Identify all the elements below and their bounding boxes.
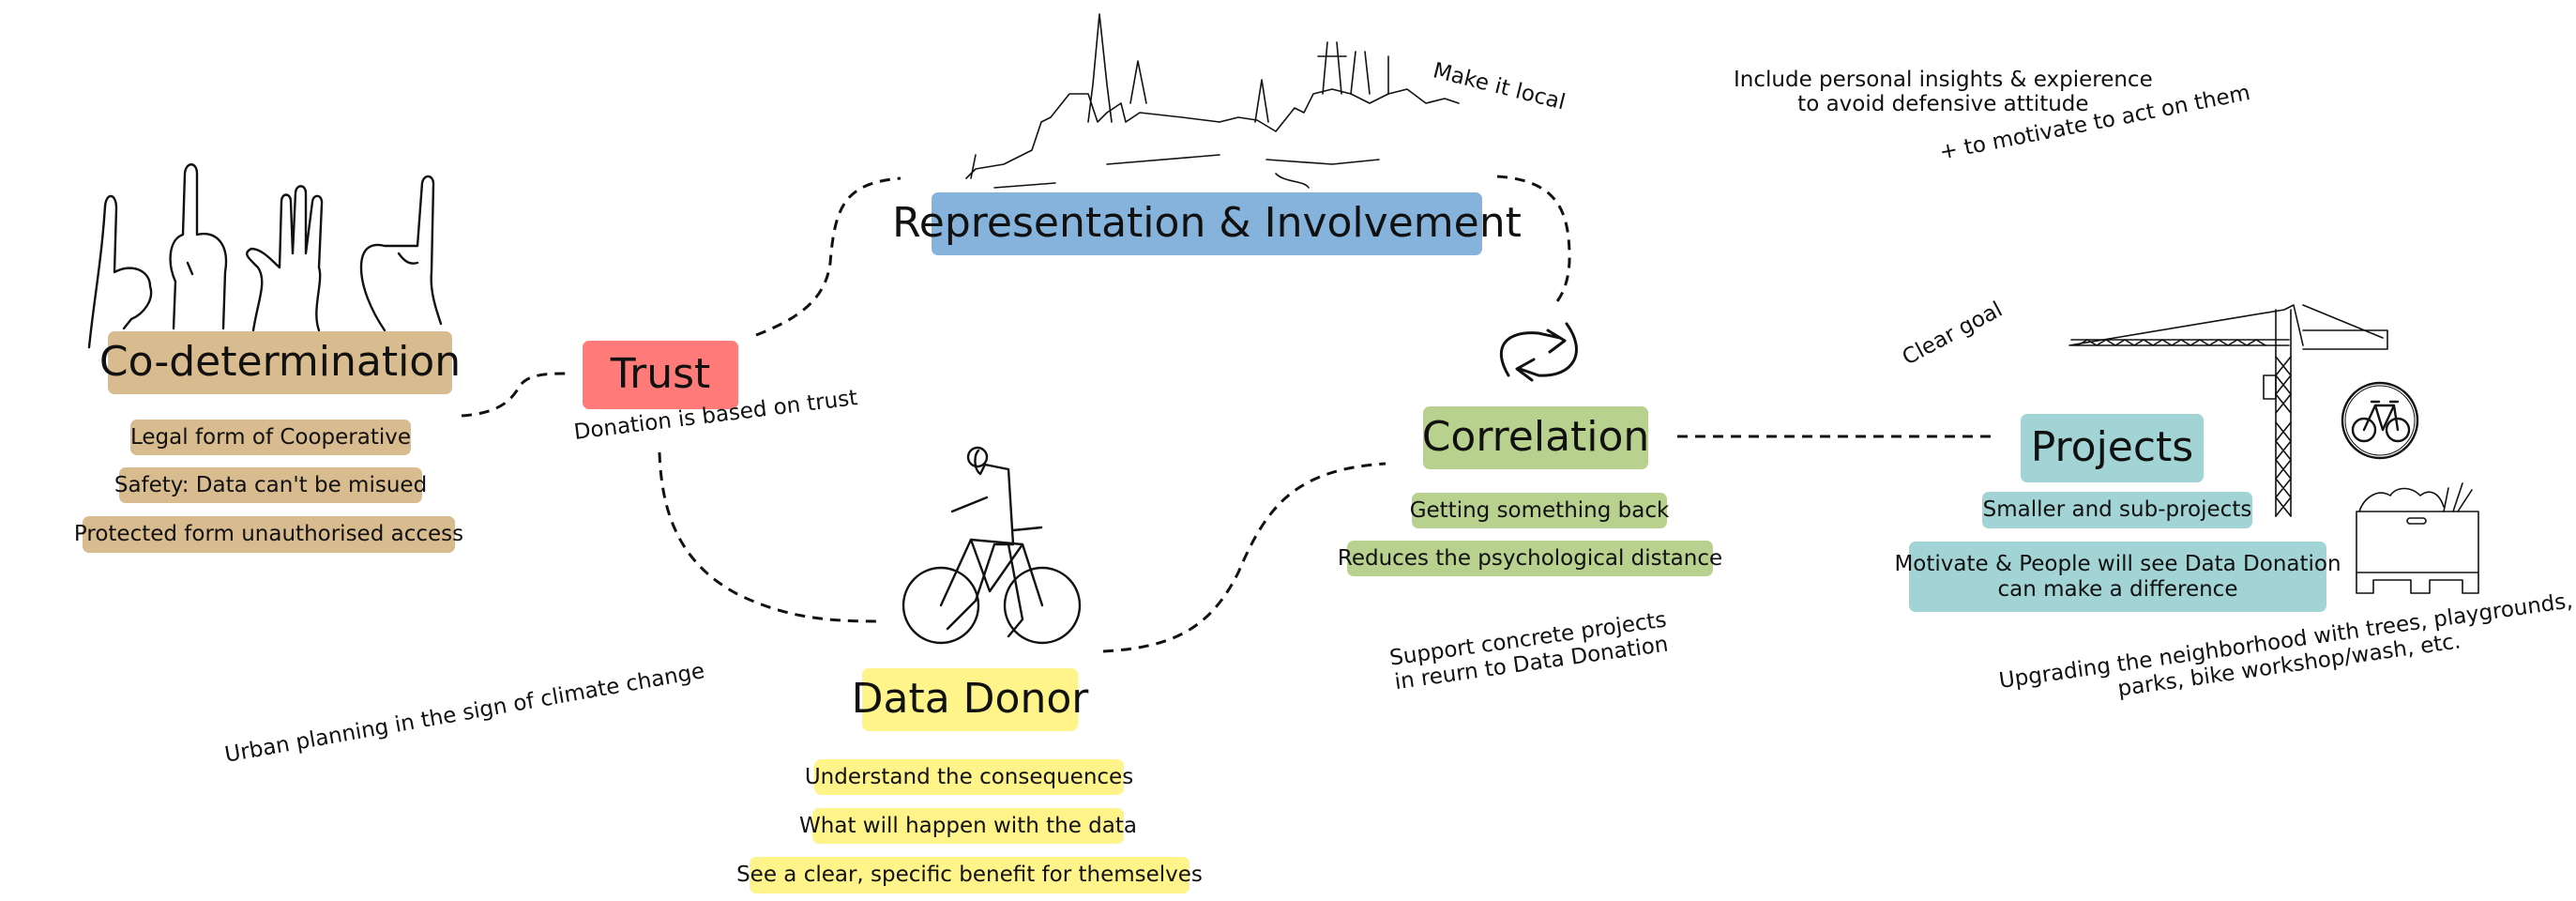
codetermination-item: Legal form of Cooperative: [130, 420, 411, 455]
node-representation-label: Representation & Involvement: [892, 199, 1522, 248]
node-projects[interactable]: Projects: [2021, 414, 2204, 482]
correlation-item-label: Getting something back: [1409, 497, 1670, 523]
node-codetermination[interactable]: Co-determination: [99, 331, 461, 394]
node-data-donor[interactable]: Data Donor: [852, 668, 1088, 731]
construction-crane-illustration: [2068, 304, 2388, 517]
cyclist-illustration: [902, 446, 1082, 645]
cycle-arrows-icon: [1499, 322, 1578, 382]
data-donor-item-label: See a clear, specific benefit for themse…: [736, 863, 1203, 888]
correlation-item-label: Reduces the psychological distance: [1337, 545, 1723, 571]
data-donor-item: What will happen with the data: [799, 808, 1137, 844]
node-projects-label: Projects: [2030, 423, 2194, 472]
projects-item: Motivate & People will see Data Donation…: [1894, 542, 2341, 612]
edge-trust-representation: [755, 176, 902, 337]
codetermination-item: Protected form unauthorised access: [74, 516, 463, 553]
data-donor-item: See a clear, specific benefit for themse…: [736, 857, 1203, 893]
edge-representation-correlation: [1496, 175, 1571, 309]
annotation-insights: Include personal insights & expierence t…: [1734, 68, 2153, 117]
hands-voting-illustration: [87, 163, 443, 349]
node-representation[interactable]: Representation & Involvement: [892, 192, 1522, 255]
projects-item-line: Motivate & People will see Data Donation: [1894, 552, 2341, 577]
codetermination-item-label: Safety: Data can't be misued: [114, 472, 428, 497]
correlation-item: Reduces the psychological distance: [1338, 541, 1722, 576]
edge-datadonor-correlation: [1102, 462, 1386, 653]
bicycle-sign-icon: [2341, 381, 2419, 460]
codetermination-item: Safety: Data can't be misued: [114, 467, 427, 503]
node-correlation-label: Correlation: [1421, 413, 1650, 462]
annotation-insights-line: Include personal insights & expierence: [1734, 68, 2153, 92]
correlation-item: Getting something back: [1409, 493, 1670, 528]
node-codetermination-label: Co-determination: [98, 338, 462, 387]
projects-item-label: Smaller and sub-projects: [1982, 497, 2252, 523]
codetermination-item-label: Protected form unauthorised access: [73, 522, 464, 547]
data-donor-item-label: Understand the consequences: [804, 764, 1134, 789]
node-data-donor-label: Data Donor: [851, 675, 1089, 724]
projects-item-line: can make a difference: [1997, 576, 2238, 602]
projects-item: Smaller and sub-projects: [1982, 492, 2252, 528]
data-donor-item-label: What will happen with the data: [799, 813, 1137, 838]
node-trust-label: Trust: [610, 350, 711, 399]
data-donor-item: Understand the consequences: [805, 759, 1133, 795]
edge-trust-datadonor: [658, 451, 881, 623]
annotation-insights-line: to avoid defensive attitude: [1797, 92, 2089, 117]
node-trust[interactable]: Trust: [583, 341, 738, 409]
node-correlation[interactable]: Correlation: [1421, 406, 1650, 469]
codetermination-item-label: Legal form of Cooperative: [129, 424, 412, 450]
city-skyline-illustration: [965, 13, 1460, 189]
planter-box-illustration: [2356, 482, 2479, 594]
